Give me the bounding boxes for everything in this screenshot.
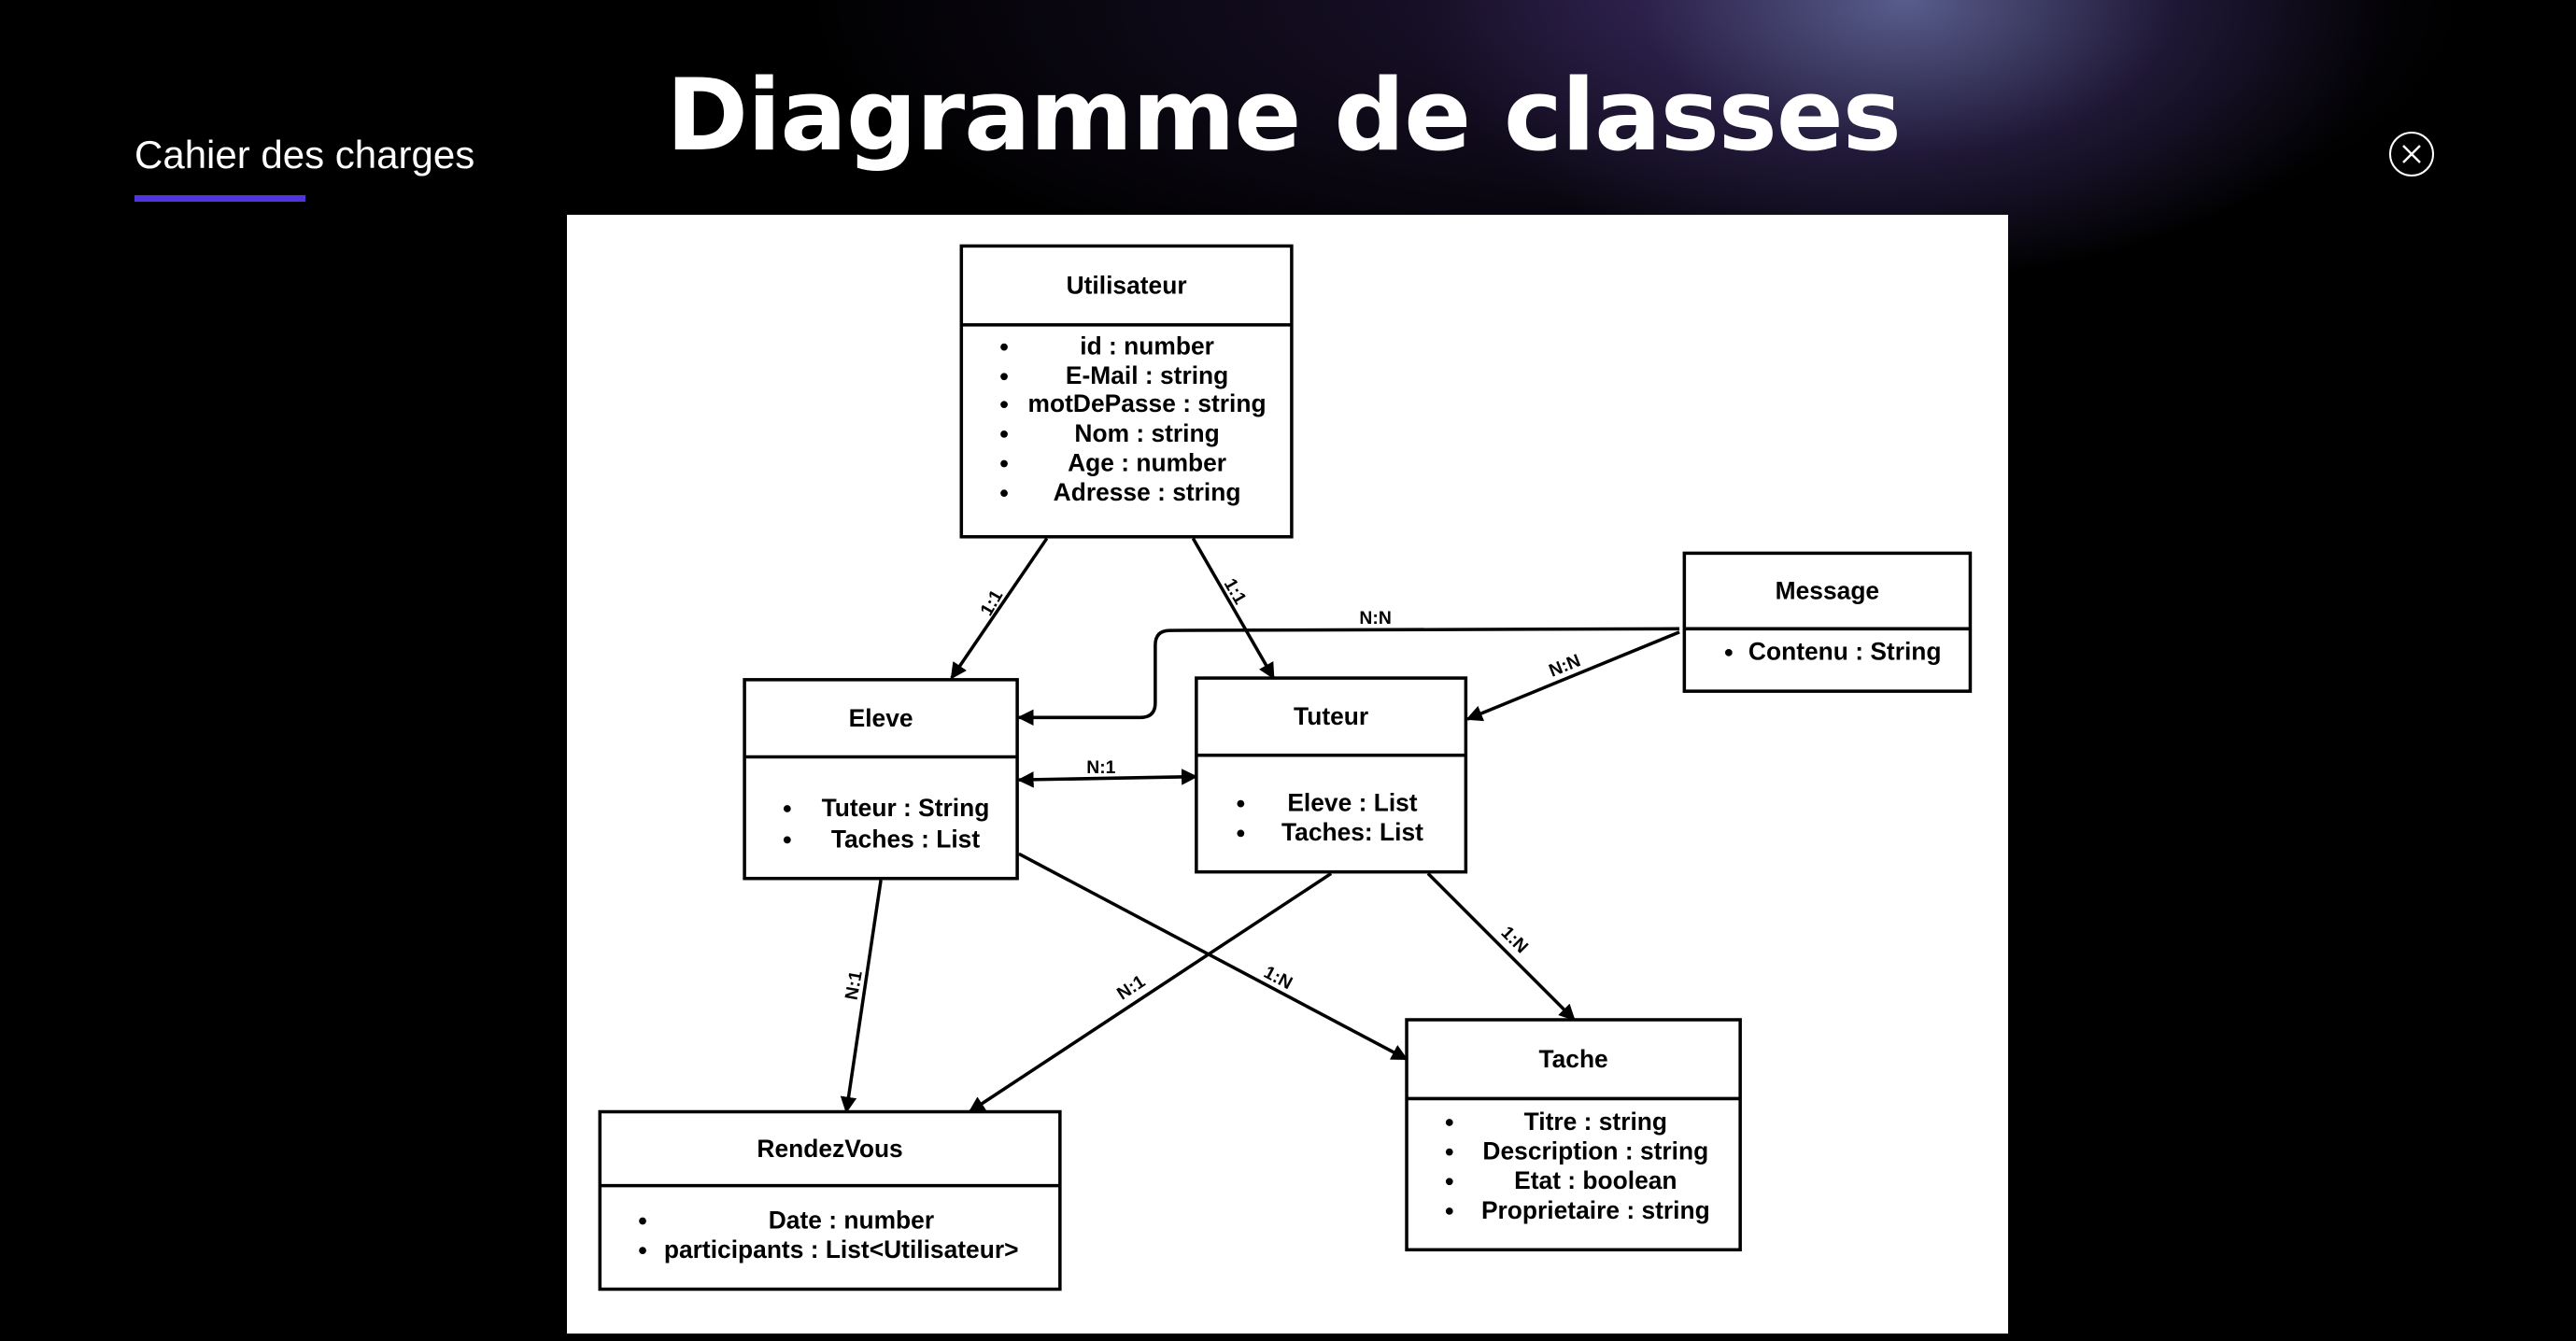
bullet-icon [1000, 430, 1008, 438]
class-attribute: Proprietaire : string [1481, 1196, 1710, 1224]
class-box-border [598, 1109, 1062, 1292]
multiplicity-label: 1:N [1260, 962, 1295, 994]
relation: N:N [1017, 608, 1680, 727]
class-attribute: Taches : List [831, 825, 980, 853]
class-attribute: E-Mail : string [1066, 361, 1228, 389]
class-attribute: id : number [1080, 332, 1214, 360]
class-name: Utilisateur [1067, 271, 1187, 299]
class-attribute: Adresse : string [1054, 478, 1241, 506]
relation: 1:N [1018, 852, 1408, 1061]
relation-arrow [1017, 627, 1680, 727]
page-title: Diagramme de classes [666, 58, 1902, 173]
class-box-border [1195, 676, 1468, 874]
class-attribute: Tuteur : String [822, 794, 990, 822]
relation: N:1 [968, 871, 1333, 1113]
bullet-icon [783, 805, 791, 812]
relation: 1:1 [1191, 537, 1276, 680]
class-attribute: Nom : string [1074, 419, 1219, 447]
tab-cahier-des-charges[interactable]: Cahier des charges [134, 133, 475, 176]
class-attribute: Description : string [1482, 1137, 1708, 1165]
class-attribute: Titre : string [1524, 1108, 1667, 1136]
bullet-icon [783, 836, 791, 844]
bullet-icon [1445, 1119, 1453, 1126]
class-box-border [1405, 1018, 1742, 1252]
relation: N:N [1465, 630, 1680, 722]
relation: N:1 [840, 880, 883, 1114]
class-attribute: Contenu : String [1748, 638, 1942, 666]
relation-arrow [1018, 852, 1408, 1061]
relation-arrow [1426, 872, 1576, 1022]
class-attribute: Eleve : List [1287, 789, 1417, 817]
class-box-border [959, 244, 1294, 539]
relation-arrow [1191, 537, 1276, 680]
bullet-icon [639, 1247, 646, 1255]
relation-arrow [950, 537, 1049, 680]
relation-arrow [1465, 630, 1680, 722]
relation: 1:1 [950, 537, 1049, 680]
close-button[interactable] [2389, 132, 2434, 176]
bullet-icon [1000, 401, 1008, 409]
bullet-icon [1237, 799, 1245, 808]
multiplicity-label: N:N [1546, 650, 1583, 681]
class-attribute: Age : number [1068, 448, 1226, 476]
multiplicity-label: N:N [1359, 608, 1391, 628]
bullet-icon [1000, 343, 1008, 351]
class-name: Eleve [849, 704, 913, 732]
multiplicity-label: 1:1 [1220, 575, 1251, 608]
bullet-icon [1445, 1207, 1453, 1215]
class-name: Message [1776, 577, 1879, 605]
class-name: RendezVous [757, 1135, 902, 1163]
class-attribute: Etat : boolean [1514, 1166, 1677, 1194]
multiplicity-label: N:1 [1113, 971, 1149, 1005]
relation-arrow [840, 880, 883, 1114]
relation: 1:N [1426, 872, 1576, 1022]
bullet-icon [1724, 648, 1733, 656]
bullet-icon [639, 1217, 646, 1225]
class-box-border [743, 678, 1019, 881]
active-tab-indicator [134, 195, 305, 202]
relation-arrow [968, 871, 1333, 1113]
class-attribute: motDePasse : string [1028, 389, 1267, 417]
class-attribute: Date : number [769, 1206, 934, 1234]
bullet-icon [1237, 829, 1245, 838]
bullet-icon [1445, 1148, 1453, 1156]
close-icon [2402, 145, 2421, 163]
multiplicity-label: N:1 [842, 969, 867, 1002]
class-attribute: Taches: List [1281, 818, 1423, 846]
class-name: Tache [1538, 1045, 1607, 1073]
relation-arrow [1017, 769, 1198, 788]
multiplicity-label: 1:1 [976, 586, 1007, 619]
relation: N:1 [1017, 757, 1198, 788]
multiplicity-label: 1:N [1497, 923, 1533, 958]
class-attribute: participants : List<Utilisateur> [664, 1235, 1019, 1263]
multiplicity-label: N:1 [1086, 757, 1115, 778]
bullet-icon [1000, 459, 1008, 468]
class-box-border [1682, 551, 1973, 693]
bullet-icon [1000, 489, 1008, 498]
bullet-icon [1000, 373, 1008, 381]
class-name: Tuteur [1294, 702, 1368, 730]
bullet-icon [1445, 1178, 1453, 1186]
